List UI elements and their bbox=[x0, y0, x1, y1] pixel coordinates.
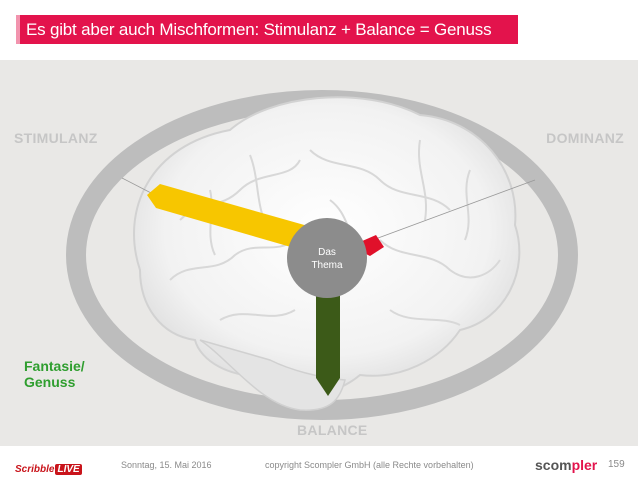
brand-part2: pler bbox=[571, 457, 598, 473]
footer-date: Sonntag, 15. Mai 2016 bbox=[121, 460, 212, 470]
brand-part1: scom bbox=[535, 457, 572, 473]
diagram-stage: Das Thema STIMULANZ DOMINANZ BALANCE Fan… bbox=[0, 60, 638, 446]
center-circle bbox=[287, 218, 367, 298]
footer: Scribble LIVE Sonntag, 15. Mai 2016 copy… bbox=[0, 446, 638, 479]
scribblelive-logo: Scribble LIVE bbox=[15, 462, 82, 476]
label-dominanz: DOMINANZ bbox=[546, 130, 624, 146]
footer-copyright: copyright Scompler GmbH (alle Rechte vor… bbox=[265, 460, 474, 470]
stimulanz-arrow bbox=[147, 184, 322, 256]
title-bar: Es gibt aber auch Mischformen: Stimulanz… bbox=[16, 15, 518, 44]
logo-part1: Scribble bbox=[15, 463, 55, 475]
center-label-line2: Thema bbox=[311, 260, 343, 271]
title-accent bbox=[16, 15, 20, 44]
stimulanz-pointer-line bbox=[121, 177, 156, 196]
diagram-graphic: Das Thema bbox=[66, 90, 578, 420]
dominanz-pointer-line bbox=[377, 179, 536, 239]
fantasie-genuss-label: Fantasie/ Genuss bbox=[24, 358, 85, 390]
scompler-logo: scompler bbox=[535, 457, 597, 473]
center-label-line1: Das bbox=[318, 247, 336, 258]
label-balance: BALANCE bbox=[297, 422, 368, 438]
page-number: 159 bbox=[608, 459, 625, 470]
logo-part2: LIVE bbox=[55, 463, 82, 475]
label-stimulanz: STIMULANZ bbox=[14, 130, 98, 146]
fantasie-line1: Fantasie/ bbox=[24, 358, 85, 374]
slide-title: Es gibt aber auch Mischformen: Stimulanz… bbox=[26, 19, 492, 39]
fantasie-line2: Genuss bbox=[24, 374, 76, 390]
